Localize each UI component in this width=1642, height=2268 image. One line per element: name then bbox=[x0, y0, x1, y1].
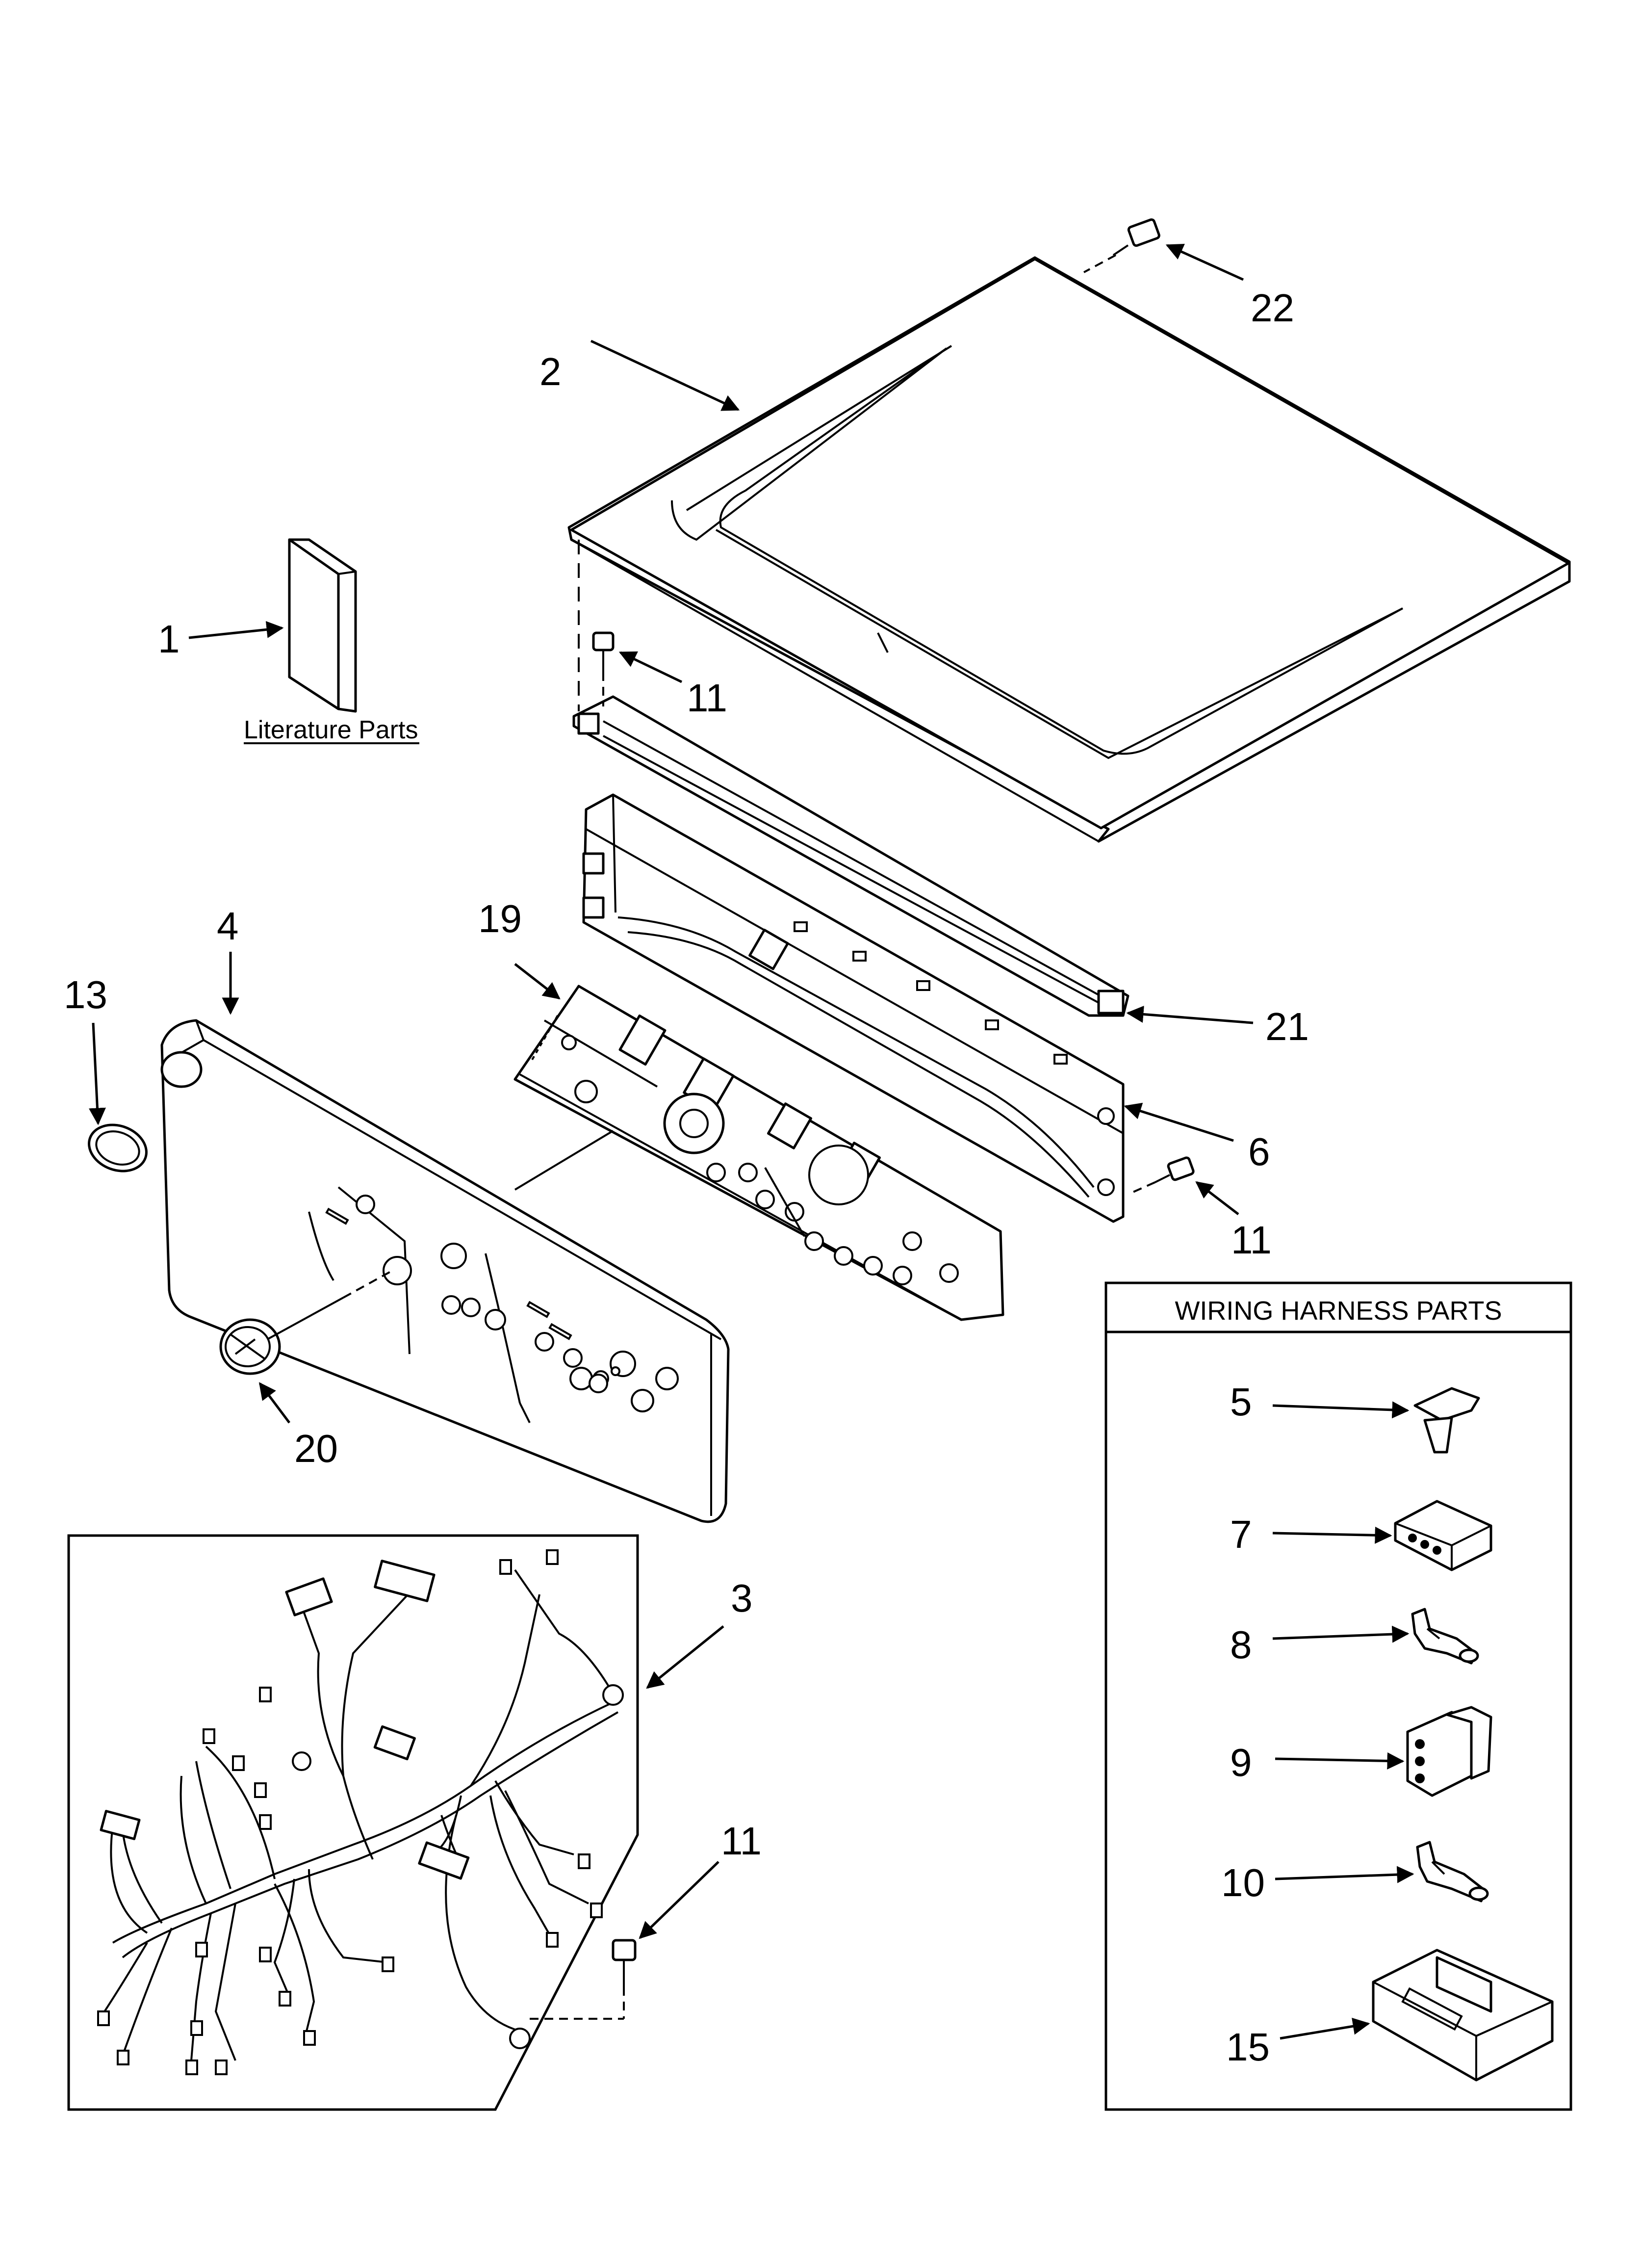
callout-10: 10 bbox=[1221, 1861, 1265, 1904]
callout-11-top: 11 bbox=[687, 676, 727, 720]
knob-20 bbox=[219, 1318, 281, 1375]
callout-11-bottom: 11 bbox=[721, 1819, 762, 1863]
wiring-parts-box bbox=[1104, 1281, 1572, 2111]
top-panel bbox=[567, 256, 1571, 843]
callout-5: 5 bbox=[1230, 1380, 1252, 1424]
console-panel bbox=[160, 1019, 730, 1523]
callout-22: 22 bbox=[1251, 286, 1294, 330]
housing-9 bbox=[1406, 1706, 1492, 1797]
callout-9: 9 bbox=[1230, 1741, 1252, 1784]
callout-6: 6 bbox=[1248, 1130, 1270, 1173]
callout-4: 4 bbox=[217, 904, 239, 948]
control-board bbox=[513, 985, 1004, 1321]
console-back-panel bbox=[582, 793, 1125, 1223]
callout-7: 7 bbox=[1230, 1512, 1252, 1556]
wire-harness bbox=[97, 1549, 624, 2075]
lens-13 bbox=[88, 1123, 148, 1173]
screw-22 bbox=[1083, 218, 1160, 273]
callout-8: 8 bbox=[1230, 1623, 1252, 1667]
callout-13: 13 bbox=[64, 973, 107, 1017]
callout-20: 20 bbox=[294, 1427, 338, 1470]
harness-box bbox=[67, 1534, 639, 2111]
callout-3: 3 bbox=[731, 1576, 753, 1620]
clip-5 bbox=[1413, 1387, 1480, 1454]
callout-21: 21 bbox=[1265, 1005, 1309, 1048]
callout-11-right: 11 bbox=[1231, 1218, 1272, 1262]
mounting-bracket bbox=[572, 695, 1129, 1017]
callout-2: 2 bbox=[539, 350, 562, 393]
literature-caption: Literature Parts bbox=[244, 716, 418, 744]
terminal-10 bbox=[1416, 1841, 1489, 1903]
callout-19: 19 bbox=[478, 897, 522, 940]
block-15 bbox=[1372, 1949, 1554, 2082]
screw-11-right bbox=[1132, 1156, 1195, 1193]
literature-book bbox=[288, 538, 357, 713]
terminal-8 bbox=[1411, 1608, 1479, 1665]
wiring-box-title: WIRING HARNESS PARTS bbox=[1175, 1296, 1502, 1326]
screw-11-bottom bbox=[530, 1939, 637, 2020]
screw-11-top bbox=[592, 631, 615, 706]
callout-1: 1 bbox=[158, 617, 180, 661]
callout-15: 15 bbox=[1226, 2025, 1270, 2069]
connector-7 bbox=[1394, 1500, 1492, 1571]
